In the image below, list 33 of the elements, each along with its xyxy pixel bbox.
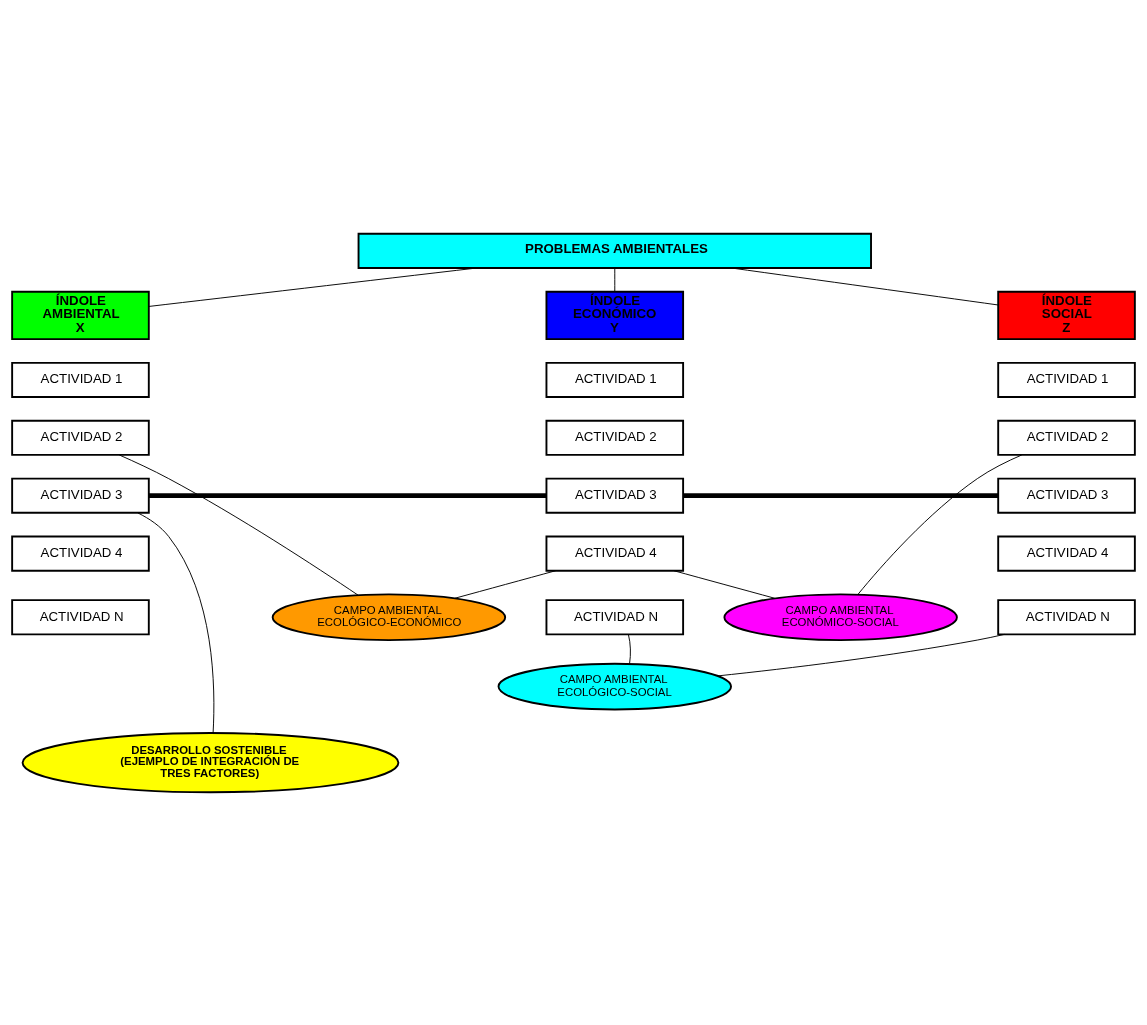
node-ellipse: CAMPO AMBIENTAL ECOLÓGICO-ECONÓMICO [271,592,507,641]
node-box: ÍNDOLE ECONÓMICO Y [545,290,685,340]
node-box: ACTIVIDAD 2 [997,419,1136,456]
connector [614,267,616,292]
node-ellipse: CAMPO AMBIENTAL ECOLÓGICO-SOCIAL [497,662,732,710]
node-box: ACTIVIDAD 1 [997,361,1136,398]
connector [857,454,1023,595]
node-box: ACTIVIDAD N [11,598,150,635]
connector [673,569,776,599]
node-box: ÍNDOLE AMBIENTAL X [11,290,150,340]
node-box: ACTIVIDAD 4 [997,535,1136,572]
node-box: ACTIVIDAD N [545,598,685,635]
node-box: ACTIVIDAD 3 [11,477,150,514]
connector [137,511,215,734]
connector [454,569,557,599]
connector [118,453,359,596]
node-box: PROBLEMAS AMBIENTALES [357,232,872,269]
node-box: ACTIVIDAD 4 [545,535,685,572]
connector [627,633,631,664]
node-box: ACTIVIDAD 1 [11,361,150,398]
node-box: ACTIVIDAD N [997,598,1136,635]
node-box: ÍNDOLE SOCIAL Z [997,290,1136,340]
node-box: ACTIVIDAD 3 [545,477,685,514]
node-ellipse: DESARROLLO SOSTENIBLE (EJEMPLO DE INTEGRACIÓN DE TRES FACTORES) [21,731,400,793]
node-box: ACTIVIDAD 2 [11,419,150,456]
node-box: ACTIVIDAD 4 [11,535,150,572]
connector [683,492,998,498]
connector [717,633,1006,676]
connector [148,492,547,498]
node-box: ACTIVIDAD 1 [545,361,685,398]
node-box: ACTIVIDAD 2 [545,419,685,456]
node-box: ACTIVIDAD 3 [997,477,1136,514]
node-ellipse: CAMPO AMBIENTAL ECONÓMICO-SOCIAL [723,592,958,641]
